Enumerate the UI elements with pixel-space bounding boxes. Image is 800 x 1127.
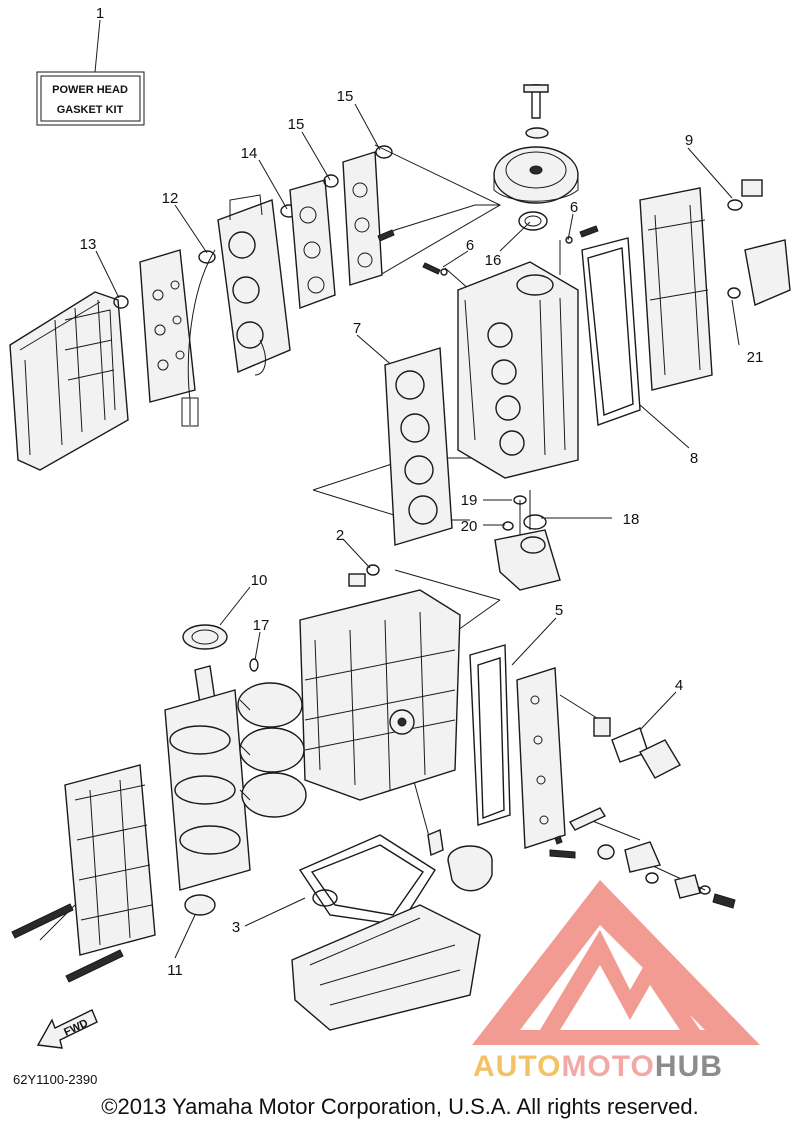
- bolt-long-a-icon: [11, 903, 74, 939]
- pulley-assembly: [493, 84, 579, 204]
- watermark-moto: MOTO: [561, 1050, 654, 1083]
- kit-label-line1: POWER HEAD: [52, 84, 128, 96]
- watermark-text: AUTOMOTOHUB: [473, 1050, 723, 1083]
- head-cover: [9, 291, 129, 471]
- crankcase: [64, 764, 156, 956]
- anode-bolts: [549, 807, 736, 909]
- watermark-auto: AUTO: [473, 1050, 561, 1083]
- kit-label-line2: GASKET KIT: [57, 104, 124, 116]
- gasket-5: [469, 644, 511, 826]
- oil-seal-16: [518, 211, 548, 231]
- callout-9: 9: [685, 132, 693, 149]
- bolt-6-b-icon: [579, 225, 599, 238]
- rocker-cover: [639, 187, 713, 391]
- cylinder-head: [457, 261, 579, 479]
- fwd-label: FWD: [62, 1017, 90, 1038]
- gasket-15-b: [342, 151, 383, 286]
- cylinder-block: [299, 589, 461, 801]
- cover-gasket-8: [581, 237, 641, 426]
- o-ring-17: [249, 658, 259, 672]
- pump-housing: [494, 495, 561, 591]
- watermark-m-icon: [540, 930, 700, 1030]
- callout-12: 12: [162, 190, 179, 207]
- callout-4: 4: [675, 677, 683, 694]
- callout-10: 10: [251, 572, 268, 589]
- intake-manifold: [181, 194, 291, 427]
- callout-6b: 6: [570, 199, 578, 216]
- bolt-icon: [377, 229, 395, 242]
- callout-2: 2: [336, 527, 344, 544]
- callout-15a: 15: [288, 116, 305, 133]
- callout-16: 16: [485, 252, 502, 269]
- oil-filler-cap: [727, 179, 763, 211]
- callout-7: 7: [353, 320, 361, 337]
- oil-seal-11: [184, 894, 216, 916]
- oil-filter: [427, 829, 493, 892]
- head-gasket-7: [384, 347, 453, 546]
- callout-numbers: 1 2 3 4 5 6 6 7 8 9 10 11 12 13 14 15 15…: [80, 5, 764, 979]
- watermark-hub: HUB: [655, 1050, 723, 1083]
- bolt-6-a-icon: [422, 262, 441, 275]
- o-ring-12: [198, 250, 216, 264]
- oil-pan: [291, 904, 481, 1031]
- callout-11: 11: [167, 962, 183, 979]
- plate-12: [139, 249, 196, 403]
- gasket-15-a: [289, 179, 336, 309]
- thermostat-cover: [727, 239, 791, 306]
- callout-17: 17: [253, 617, 270, 634]
- crankshaft: [164, 665, 307, 891]
- plug-2: [348, 573, 366, 587]
- callout-6a: 6: [466, 237, 474, 254]
- o-ring-13: [113, 295, 129, 309]
- svg-text:AUTOMOTOHUB: AUTOMOTOHUB: [473, 1050, 723, 1083]
- diagram-code: 62Y1100-2390: [13, 1072, 98, 1087]
- fwd-arrow-icon: FWD: [36, 1009, 98, 1049]
- callout-1: 1: [96, 5, 104, 22]
- callout-18: 18: [623, 511, 640, 528]
- exhaust-cover: [516, 667, 566, 849]
- o-ring-15-b: [375, 145, 393, 159]
- thermostat-4: [593, 717, 681, 779]
- callout-15b: 15: [337, 88, 354, 105]
- callout-3: 3: [232, 919, 240, 936]
- o-ring-15-a: [323, 174, 339, 188]
- watermark-triangle-icon: [472, 880, 760, 1045]
- oil-seal-10: [182, 624, 228, 650]
- callout-21: 21: [747, 349, 764, 366]
- washer-2: [366, 564, 380, 576]
- copyright-notice: ©2013 Yamaha Motor Corporation, U.S.A. A…: [101, 1094, 699, 1119]
- callout-20: 20: [461, 518, 478, 535]
- callout-8: 8: [690, 450, 698, 467]
- watermark-logo: [472, 880, 760, 1045]
- callout-19: 19: [461, 492, 478, 509]
- gasket-3: [298, 834, 436, 926]
- bolt-long-b-icon: [65, 949, 124, 983]
- callout-13: 13: [80, 236, 97, 253]
- callout-5: 5: [555, 602, 563, 619]
- gasket-kit-box: POWER HEAD GASKET KIT: [36, 71, 145, 126]
- callout-14: 14: [241, 145, 258, 162]
